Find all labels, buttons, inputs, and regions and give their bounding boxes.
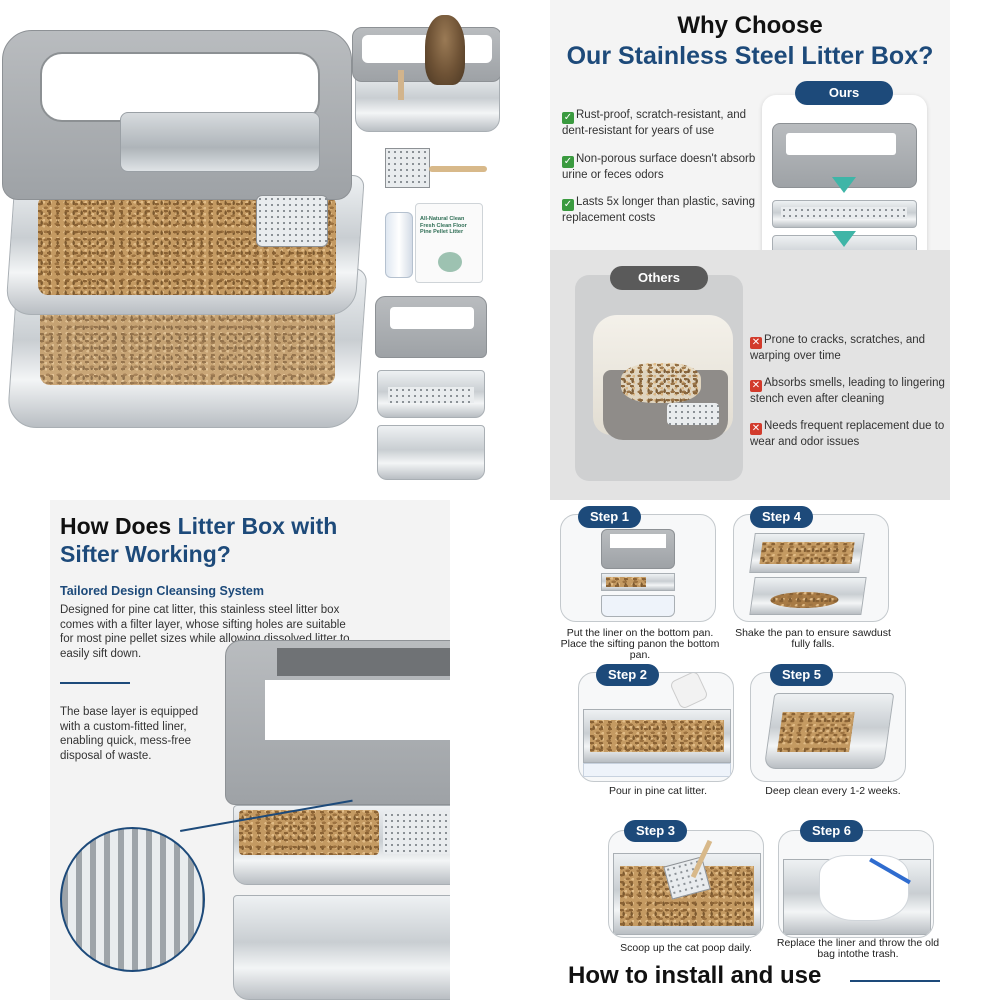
others-label: Others (610, 266, 708, 290)
heading-underline (850, 980, 940, 982)
ours-label: Ours (795, 81, 893, 105)
check-icon: ✓ (562, 156, 574, 168)
litter-bag-label: All-Natural Clean Fresh Clean Floor Pine… (420, 216, 467, 235)
pro-item-3: ✓Lasts 5x longer than plastic, saving re… (562, 195, 760, 225)
con-item-1: ✕Prone to cracks, scratches, and warping… (750, 333, 946, 363)
step-3-caption: Scoop up the cat poop daily. (620, 942, 752, 954)
liner-roll-thumbnail (385, 212, 413, 278)
others-card (575, 275, 743, 481)
section-divider (60, 682, 130, 684)
check-icon: ✓ (562, 112, 574, 124)
step-4-caption: Shake the pan to ensure sawdust fully fa… (735, 627, 891, 650)
arrow-down-icon (832, 231, 856, 247)
lid-inner-steel (120, 112, 320, 172)
how-title-part2: Litter Box with (177, 513, 338, 539)
cat-icon (425, 15, 465, 85)
pro-item-2: ✓Non-porous surface doesn't absorb urine… (562, 152, 760, 182)
how-subtitle: Tailored Design Cleansing System (60, 584, 264, 598)
step-5-card (750, 672, 906, 782)
how-title-part3: Sifter Working? (60, 541, 231, 567)
step-2-caption: Pour in pine cat litter. (608, 785, 708, 797)
how-paragraph-2: The base layer is equipped with a custom… (60, 706, 199, 762)
pro-text-2: Non-porous surface doesn't absorb urine … (562, 153, 756, 181)
how-title: How Does Litter Box with Sifter Working? (60, 512, 440, 568)
lid-thumbnail (375, 296, 487, 358)
why-choose-panel: Why Choose Our Stainless Steel Litter Bo… (550, 0, 950, 500)
how-does-panel: How Does Litter Box with Sifter Working?… (50, 500, 450, 1000)
sifting-pan-thumbnail (377, 370, 485, 418)
why-title-line2: Our Stainless Steel Litter Box? (566, 42, 934, 70)
step-2-badge: Step 2 (596, 664, 660, 686)
product-panel: All-Natural Clean Fresh Clean Floor Pine… (0, 0, 500, 500)
step-1-card (560, 514, 716, 622)
lid-vent-grille (256, 195, 328, 247)
cat-in-box-thumbnail (350, 15, 500, 135)
litter-bag-thumbnail: All-Natural Clean Fresh Clean Floor Pine… (415, 203, 483, 283)
con-text-2: Absorbs smells, leading to lingering ste… (750, 377, 945, 405)
steps-panel: Step 1 Put the liner on the bottom pan. … (550, 500, 950, 1000)
step-6-badge: Step 6 (800, 820, 864, 842)
sifting-holes-zoom (60, 827, 205, 972)
step-4-card (733, 514, 889, 622)
cross-icon: ✕ (750, 423, 762, 435)
step-3-card (608, 830, 764, 938)
step-3-badge: Step 3 (624, 820, 688, 842)
cross-icon: ✕ (750, 337, 762, 349)
step-2-card (578, 672, 734, 782)
con-text-3: Needs frequent replacement due to wear a… (750, 420, 945, 448)
step-5-caption: Deep clean every 1-2 weeks. (765, 785, 901, 797)
how-to-install-heading: How to install and use (568, 962, 822, 989)
step-1-badge: Step 1 (578, 506, 642, 528)
step-1-caption: Put the liner on the bottom pan. Place t… (560, 627, 720, 661)
con-item-3: ✕Needs frequent replacement due to wear … (750, 419, 946, 449)
stacked-box-render (225, 640, 450, 1000)
con-text-1: Prone to cracks, scratches, and warping … (750, 334, 926, 362)
cross-icon: ✕ (750, 380, 762, 392)
pro-text-3: Lasts 5x longer than plastic, saving rep… (562, 196, 755, 224)
why-title-line1: Why Choose (677, 12, 823, 39)
arrow-down-icon (832, 177, 856, 193)
pro-item-1: ✓Rust-proof, scratch-resistant, and dent… (562, 108, 760, 138)
scoop-thumbnail (385, 148, 490, 193)
how-paragraph-1: Designed for pine cat litter, this stain… (60, 604, 350, 660)
check-icon: ✓ (562, 199, 574, 211)
step-4-badge: Step 4 (750, 506, 814, 528)
how-title-part1: How Does (60, 513, 178, 539)
pro-text-1: Rust-proof, scratch-resistant, and dent-… (562, 109, 747, 137)
step-5-badge: Step 5 (770, 664, 834, 686)
con-item-2: ✕Absorbs smells, leading to lingering st… (750, 376, 950, 406)
step-6-card (778, 830, 934, 938)
bottom-pan-thumbnail (377, 425, 485, 480)
step-6-caption: Replace the liner and throw the old bag … (776, 937, 940, 960)
